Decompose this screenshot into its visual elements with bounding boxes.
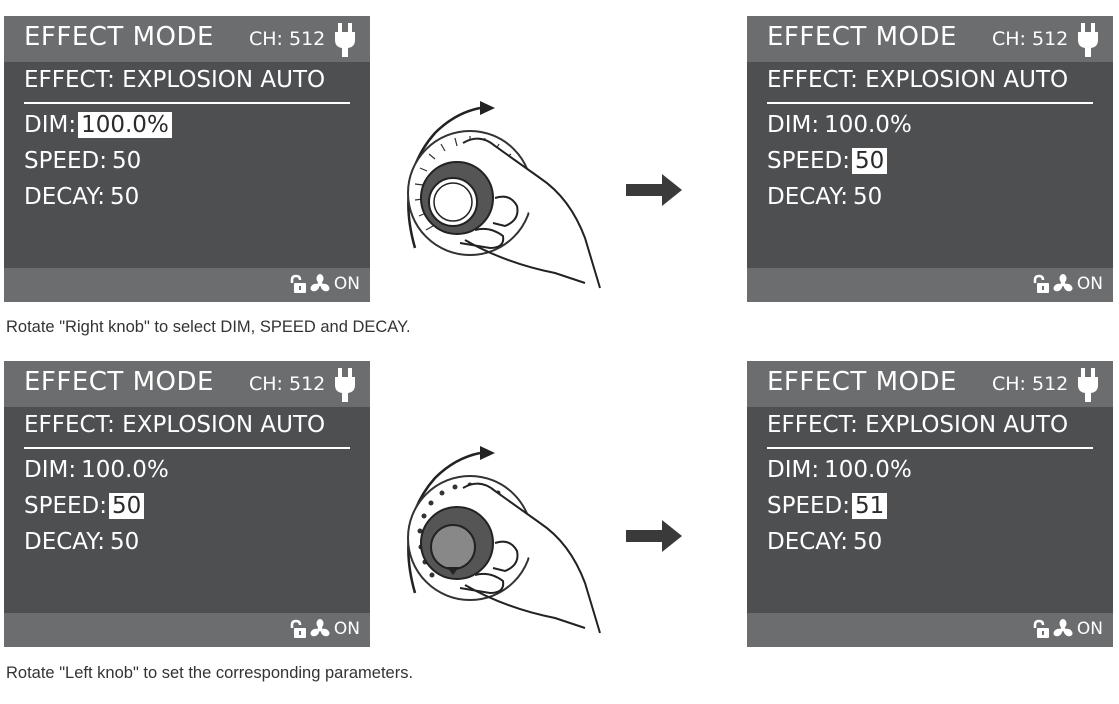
status-bar: ON	[4, 268, 370, 302]
arrow-right-icon	[626, 174, 682, 206]
title-bar: EFFECT MODE CH: 512	[747, 361, 1113, 407]
right-knob-illustration	[407, 101, 601, 289]
decay-value[interactable]: 50	[853, 184, 883, 210]
speed-row: SPEED:50	[767, 148, 888, 174]
caption-left-knob: Rotate "Left knob" to set the correspond…	[6, 664, 414, 682]
status-on-text: ON	[333, 619, 360, 639]
fan-icon	[1053, 619, 1073, 637]
divider	[767, 447, 1093, 449]
speed-value[interactable]: 50	[112, 148, 142, 174]
dim-row: DIM:100.0%	[24, 112, 172, 138]
decay-label: DECAY:	[24, 184, 105, 210]
dim-row: DIM:100.0%	[767, 457, 915, 483]
decay-label: DECAY:	[767, 184, 848, 210]
lock-icon	[290, 619, 306, 638]
divider	[767, 102, 1093, 104]
speed-row: SPEED:50	[24, 148, 144, 174]
dim-row: DIM:100.0%	[767, 112, 915, 138]
display-screen-before-select: EFFECT MODE CH: 512 EFFECT: EXPLOSION AU…	[4, 16, 370, 302]
display-screen-after-adjust: EFFECT MODE CH: 512 EFFECT: EXPLOSION AU…	[747, 361, 1113, 647]
status-bar: ON	[747, 613, 1113, 647]
fan-icon	[1053, 274, 1073, 292]
dim-row: DIM:100.0%	[24, 457, 172, 483]
lock-icon	[290, 274, 306, 293]
plug-icon	[1078, 23, 1098, 57]
lock-icon	[1033, 274, 1049, 293]
speed-value[interactable]: 51	[852, 493, 888, 519]
speed-label: SPEED:	[24, 493, 107, 519]
status-bar: ON	[747, 268, 1113, 302]
channel-indicator: CH: 512	[249, 28, 326, 50]
speed-label: SPEED:	[767, 493, 850, 519]
dim-label: DIM:	[767, 112, 820, 138]
dim-value[interactable]: 100.0%	[824, 457, 912, 483]
lock-icon	[1033, 619, 1049, 638]
dim-value[interactable]: 100.0%	[824, 112, 912, 138]
display-screen-after-select: EFFECT MODE CH: 512 EFFECT: EXPLOSION AU…	[747, 16, 1113, 302]
arrow-right-icon	[626, 520, 682, 552]
speed-value[interactable]: 50	[109, 493, 145, 519]
dim-label: DIM:	[767, 457, 820, 483]
mode-title: EFFECT MODE	[767, 22, 957, 52]
title-bar: EFFECT MODE CH: 512	[747, 16, 1113, 62]
dim-label: DIM:	[24, 112, 77, 138]
effect-label: EFFECT: EXPLOSION AUTO	[24, 412, 326, 438]
speed-label: SPEED:	[767, 148, 850, 174]
decay-value[interactable]: 50	[110, 184, 140, 210]
status-on-text: ON	[1076, 274, 1103, 294]
title-bar: EFFECT MODE CH: 512	[4, 16, 370, 62]
fan-icon	[310, 274, 330, 292]
left-knob-illustration	[407, 446, 601, 634]
display-screen-before-adjust: EFFECT MODE CH: 512 EFFECT: EXPLOSION AU…	[4, 361, 370, 647]
effect-label: EFFECT: EXPLOSION AUTO	[24, 67, 326, 93]
channel-indicator: CH: 512	[992, 28, 1069, 50]
speed-row: SPEED:51	[767, 493, 888, 519]
plug-icon	[335, 368, 355, 402]
dim-value[interactable]: 100.0%	[81, 457, 169, 483]
effect-label: EFFECT: EXPLOSION AUTO	[767, 67, 1069, 93]
speed-value[interactable]: 50	[852, 148, 888, 174]
channel-indicator: CH: 512	[992, 373, 1069, 395]
divider	[24, 102, 350, 104]
dim-label: DIM:	[24, 457, 77, 483]
decay-label: DECAY:	[24, 529, 105, 555]
fan-icon	[310, 619, 330, 637]
decay-value[interactable]: 50	[110, 529, 140, 555]
decay-row: DECAY:50	[24, 529, 142, 555]
mode-title: EFFECT MODE	[767, 367, 957, 397]
mode-title: EFFECT MODE	[24, 22, 214, 52]
decay-row: DECAY:50	[767, 184, 885, 210]
decay-row: DECAY:50	[767, 529, 885, 555]
title-bar: EFFECT MODE CH: 512	[4, 361, 370, 407]
effect-label: EFFECT: EXPLOSION AUTO	[767, 412, 1069, 438]
divider	[24, 447, 350, 449]
caption-right-knob: Rotate "Right knob" to select DIM, SPEED…	[6, 318, 411, 336]
speed-label: SPEED:	[24, 148, 107, 174]
mode-title: EFFECT MODE	[24, 367, 214, 397]
plug-icon	[335, 23, 355, 57]
status-bar: ON	[4, 613, 370, 647]
dim-value[interactable]: 100.0%	[78, 112, 172, 138]
status-on-text: ON	[333, 274, 360, 294]
channel-indicator: CH: 512	[249, 373, 326, 395]
speed-row: SPEED:50	[24, 493, 145, 519]
decay-label: DECAY:	[767, 529, 848, 555]
decay-row: DECAY:50	[24, 184, 142, 210]
status-on-text: ON	[1076, 619, 1103, 639]
decay-value[interactable]: 50	[853, 529, 883, 555]
plug-icon	[1078, 368, 1098, 402]
